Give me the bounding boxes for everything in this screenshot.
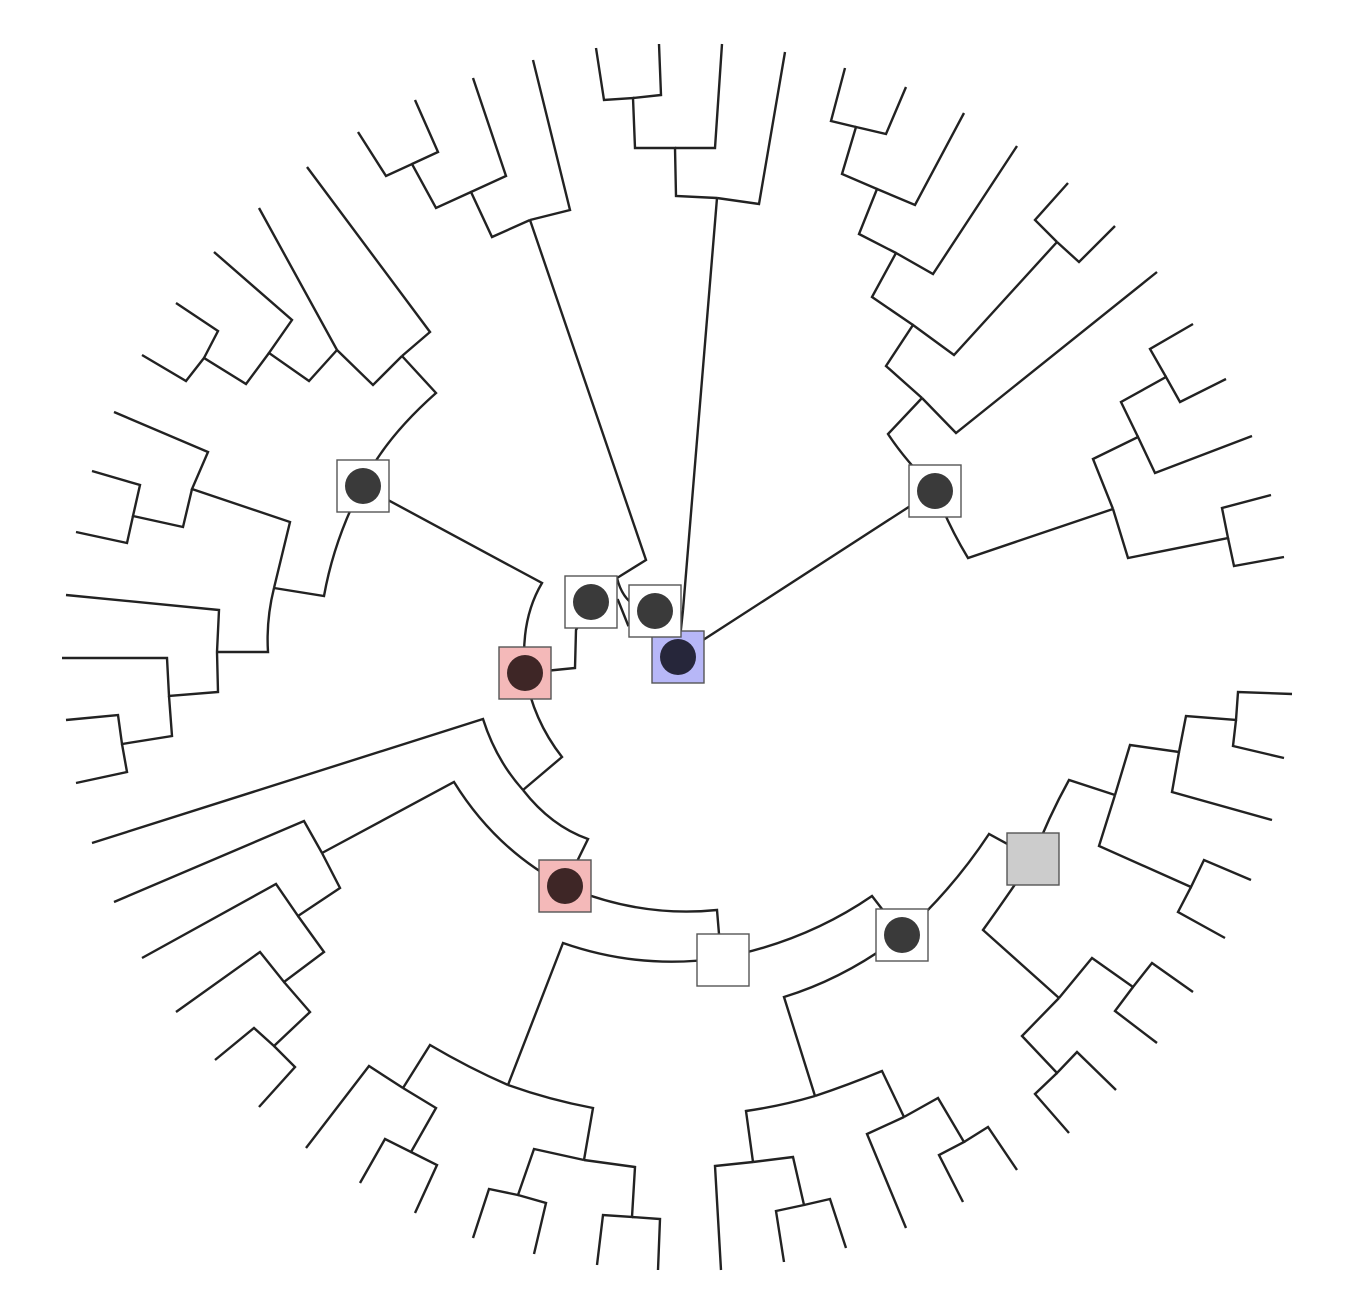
branch [65, 695, 174, 746]
branch [1111, 493, 1272, 560]
node-left-dot [345, 468, 381, 504]
branch [91, 717, 524, 845]
branch [113, 819, 324, 904]
branch [411, 99, 440, 166]
branch [632, 43, 663, 100]
branch [631, 1215, 662, 1271]
branch [814, 1069, 906, 1118]
branch [305, 1064, 404, 1149]
branch [675, 43, 724, 150]
branch [840, 86, 908, 191]
branch [713, 1160, 754, 1271]
branch [699, 488, 936, 644]
branch [175, 915, 326, 1013]
branch [1226, 537, 1285, 568]
node-upper-center-dot [637, 593, 673, 629]
branch [65, 593, 221, 653]
branch [594, 47, 718, 200]
branch [1119, 375, 1227, 438]
branch [829, 67, 857, 129]
branch [681, 197, 719, 611]
branch [529, 59, 572, 222]
branch [744, 1094, 816, 1163]
branch [1113, 690, 1293, 796]
node-markers [336, 459, 1060, 987]
node-upper-left-dot [573, 584, 609, 620]
node-grey[interactable] [1006, 832, 1060, 886]
branch [62, 651, 220, 698]
node-lower-right-dot [884, 917, 920, 953]
node-bottom-empty[interactable] [696, 933, 750, 987]
branch [528, 219, 655, 612]
branch [358, 1086, 438, 1184]
branch [258, 1045, 297, 1108]
branch [471, 1147, 585, 1239]
branch [356, 131, 531, 239]
branch [857, 112, 966, 255]
branch [401, 1043, 509, 1089]
branch [903, 1096, 966, 1203]
branch [716, 51, 787, 206]
branch [361, 484, 544, 674]
branch [410, 1150, 439, 1214]
node-red-left-dot [507, 655, 543, 691]
branch [803, 1197, 848, 1249]
branch [507, 1083, 595, 1161]
branch [583, 1158, 637, 1266]
branch [1020, 997, 1117, 1091]
branch [1058, 956, 1194, 999]
branch [865, 1115, 908, 1229]
branch [75, 743, 129, 785]
branch [752, 1155, 806, 1263]
branch [91, 469, 194, 529]
branch [1113, 986, 1158, 1044]
branch [963, 1125, 1018, 1171]
branch [921, 271, 1158, 435]
branch [1056, 225, 1116, 264]
branch [1176, 886, 1226, 940]
branch [113, 410, 292, 589]
branch [257, 207, 403, 387]
branch [884, 241, 1058, 399]
branch [1091, 434, 1253, 510]
node-right-dot [917, 473, 953, 509]
branch [933, 489, 1114, 560]
branch [175, 302, 220, 359]
branch [1148, 322, 1194, 378]
branch [470, 77, 508, 194]
branch [1231, 719, 1285, 760]
branch [870, 145, 1019, 326]
branch [522, 789, 590, 887]
branch [306, 166, 432, 357]
branch [1170, 751, 1273, 822]
branch [75, 515, 135, 545]
branch [1033, 182, 1069, 243]
branch [214, 981, 312, 1061]
root-node-dot [660, 639, 696, 675]
node-red-lower-dot [547, 868, 583, 904]
branch [506, 941, 722, 1086]
branch [141, 852, 342, 960]
branch [217, 587, 276, 654]
branch [517, 1193, 548, 1255]
branch [1033, 1072, 1070, 1134]
